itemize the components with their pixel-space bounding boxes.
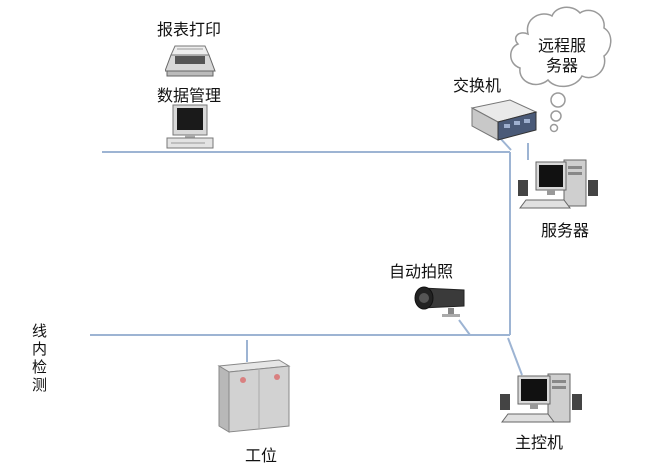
inline-inspection-label: 线内检测 bbox=[32, 322, 48, 394]
auto-capture-label: 自动拍照 bbox=[389, 262, 454, 281]
host-label: 主控机 bbox=[515, 433, 564, 452]
workstation-label: 工位 bbox=[245, 446, 278, 465]
electrical-cabinet-icon bbox=[217, 359, 291, 433]
network-switch-icon bbox=[470, 99, 538, 141]
server-label: 服务器 bbox=[541, 221, 590, 240]
desktop-monitor-icon bbox=[166, 104, 214, 149]
cloud-icon bbox=[510, 6, 612, 133]
camera-link-line bbox=[458, 319, 471, 336]
switch-label: 交换机 bbox=[453, 76, 502, 95]
cctv-camera-icon bbox=[414, 286, 465, 317]
printer-icon bbox=[165, 45, 216, 77]
remote-server-label: 远程服务器 bbox=[537, 36, 586, 75]
data-management-label: 数据管理 bbox=[157, 86, 222, 105]
report-print-label: 报表打印 bbox=[157, 20, 222, 39]
host-computer-icon bbox=[500, 373, 582, 423]
server-computer-icon bbox=[518, 159, 598, 209]
host-link-line bbox=[507, 337, 523, 376]
switch-drop-line bbox=[499, 137, 512, 151]
